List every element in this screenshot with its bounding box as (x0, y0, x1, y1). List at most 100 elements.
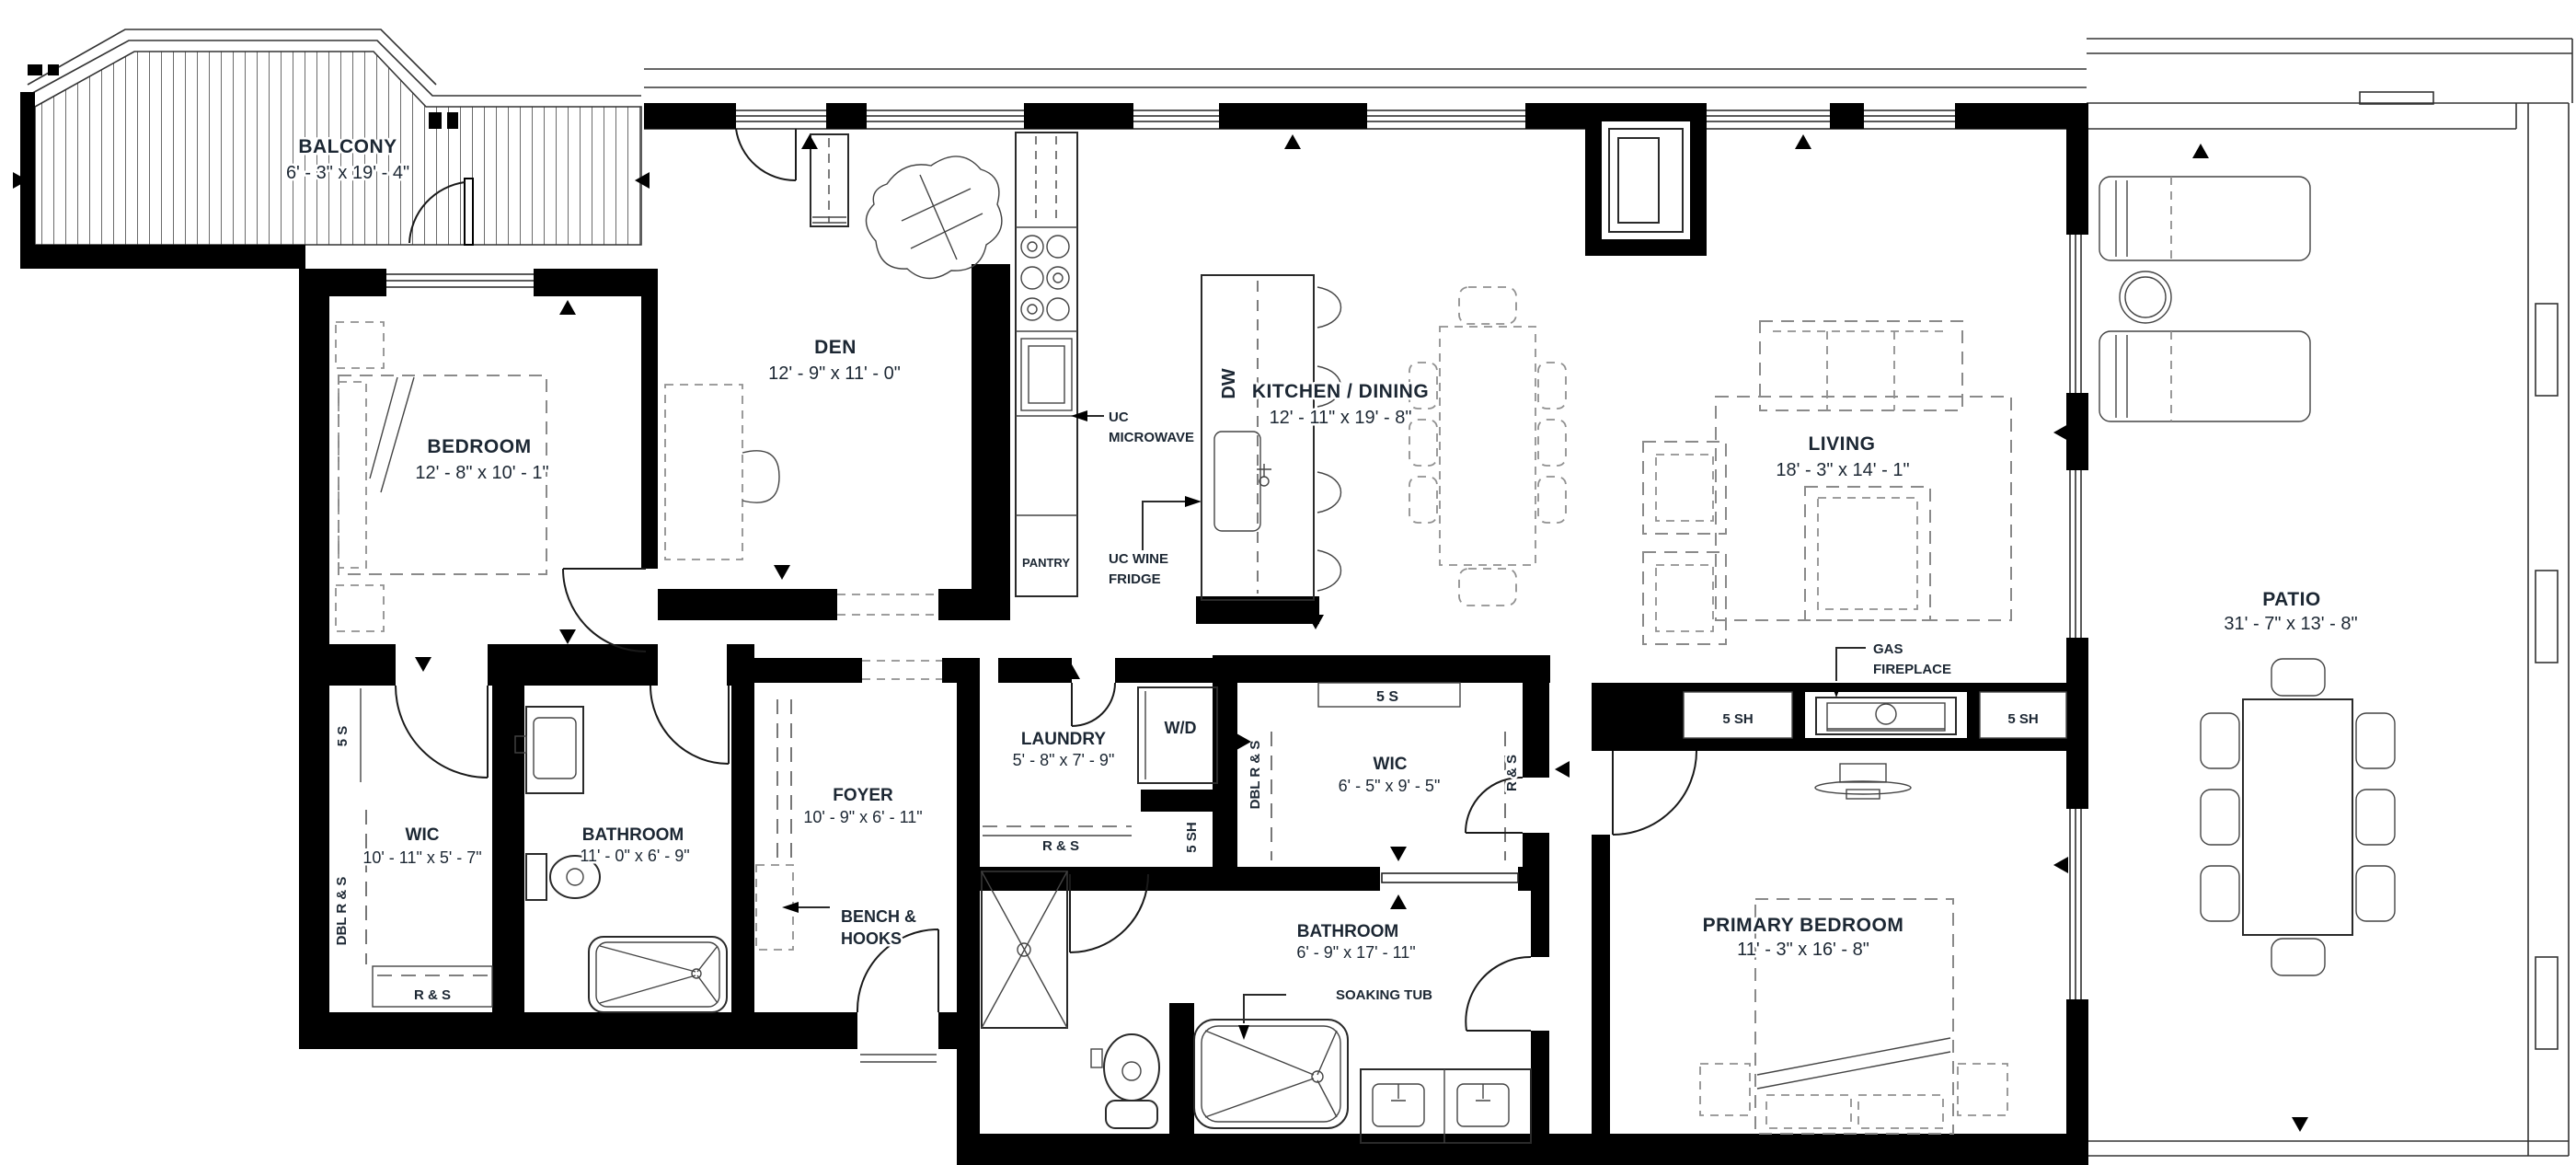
room-balcony: BALCONY 6' - 3" x 19' - 4" (20, 29, 642, 269)
room-patio: PATIO 31' - 7" x 13' - 8" (2099, 176, 2396, 976)
room-primary-bedroom: GAS FIREPLACE 5 SH 5 SH PRIMARY BEDROOM … (1612, 640, 2067, 1135)
wic-guest-dblrs: DBL R & S (334, 877, 350, 946)
room-bedroom: BEDROOM 12' - 8" x 10' - 1" (335, 321, 647, 652)
bathroom-guest-label: BATHROOM (582, 825, 684, 845)
room-wic-primary: 5 S DBL R & S R & S WIC 6' - 5" x 9' - 5… (1246, 682, 1524, 883)
primary-bed (1754, 898, 1954, 1135)
bathroom-guest-door (650, 685, 730, 765)
wic-primary-5s: 5 S (1376, 689, 1398, 705)
laundry-rs: R & S (1042, 838, 1079, 854)
nightstand (1699, 1063, 1751, 1116)
gas-fireplace-icon (1805, 692, 1967, 738)
wic-guest-5s: 5 S (335, 726, 351, 747)
balcony-label: BALCONY (298, 136, 397, 157)
side-table (2119, 271, 2172, 324)
bench-label-2: HOOKS (841, 929, 902, 948)
nightstand (335, 584, 385, 632)
bathtub-icon (588, 936, 728, 1013)
room-laundry: W/D R & S 5 SH LAUNDRY 5' - 8" x 7' - 9" (983, 682, 1218, 857)
nightstand (335, 321, 385, 369)
oven-icon (1020, 338, 1073, 411)
tall-cabinet (810, 133, 849, 227)
balcony-door (408, 178, 474, 246)
laundry-label: LAUNDRY (1021, 730, 1107, 749)
soaking-tub-label: SOAKING TUB (1336, 987, 1432, 1003)
coffee-table (1804, 486, 1931, 621)
dw-label: DW (1219, 368, 1239, 398)
laundry-door (1071, 682, 1116, 727)
kitchen-living-chimney (1585, 103, 1707, 256)
niche-5sh-right: 5 SH (2007, 711, 2038, 727)
room-living: LIVING 18' - 3" x 14' - 1" (1642, 320, 2012, 645)
cooktop-icon (1020, 235, 1070, 321)
kitchen-island (1201, 274, 1315, 601)
wic-guest-dims: 10' - 11" x 5' - 7" (362, 848, 481, 867)
desk-chair-icon (742, 450, 780, 503)
balcony-door-den (735, 128, 797, 182)
wic-primary-dims: 6' - 5" x 9' - 5" (1339, 777, 1441, 795)
foyer-label: FOYER (833, 786, 893, 805)
foyer-cased-opening (862, 660, 942, 680)
den-cased-opening (837, 594, 938, 616)
room-kitchen-dining: PANTRY UC MICROWAVE UC WINE FRIDGE DW (1015, 132, 1567, 606)
washer-dryer (1137, 686, 1218, 784)
area-rug (1715, 396, 2012, 621)
outdoor-dining-table (2200, 658, 2396, 976)
wic-primary-door (1465, 776, 1524, 834)
dining-table (1409, 286, 1567, 606)
laundry-5sh: 5 SH (1184, 822, 1200, 852)
armchair (1642, 551, 1727, 645)
kitchen-counter (1015, 132, 1078, 597)
laundry-dims: 5' - 8" x 7' - 9" (1013, 751, 1115, 769)
roof-and-railings (644, 38, 2573, 1157)
primary-bedroom-label: PRIMARY BEDROOM (1703, 915, 1904, 936)
wd-label: W/D (1165, 719, 1197, 737)
entry-door (856, 929, 939, 1013)
island-sink (1213, 431, 1261, 532)
bathroom-primary-label: BATHROOM (1297, 922, 1398, 941)
plant-icon (865, 156, 1003, 280)
sofa (1759, 320, 1963, 411)
room-bathroom-guest: BATHROOM 11' - 0" x 6' - 9" (514, 685, 730, 1013)
desk (664, 384, 743, 560)
window-bedroom-top (386, 273, 534, 288)
patio-label: PATIO (2262, 589, 2321, 610)
double-vanity (1360, 1068, 1532, 1144)
nightstand (1957, 1063, 2008, 1116)
toilet-icon (525, 853, 601, 901)
uc-microwave-1: UC (1109, 409, 1129, 425)
bedroom-label: BEDROOM (427, 436, 531, 457)
uc-wine-2: FRIDGE (1109, 571, 1161, 587)
bathroom-primary-dims: 6' - 9" x 17' - 11" (1296, 943, 1415, 962)
uc-wine-1: UC WINE (1109, 551, 1168, 567)
pantry-label: PANTRY (1022, 556, 1070, 570)
niche-5sh-left: 5 SH (1722, 711, 1753, 727)
gas-fireplace-1: GAS (1873, 641, 1903, 657)
wic-guest-door (395, 685, 489, 779)
toilet-icon (1090, 1033, 1160, 1129)
wic-primary-rs: R & S (1504, 755, 1520, 791)
shower-icon (981, 871, 1068, 1029)
tv-icon (1814, 763, 1912, 800)
den-dims: 12' - 9" x 11' - 0" (768, 363, 901, 384)
living-label: LIVING (1808, 433, 1875, 455)
soaking-tub-icon (1193, 1019, 1349, 1129)
gas-fireplace-2: FIREPLACE (1873, 662, 1951, 677)
swing-arrow-icons (13, 134, 2308, 1132)
balcony-dims: 6' - 3" x 19' - 4" (286, 163, 409, 183)
bathroom-guest-dims: 11' - 0" x 6' - 9" (580, 847, 689, 865)
room-bathroom-primary: SOAKING TUB BATHROOM 6' - 9" x 17' - 11" (981, 871, 1532, 1144)
bed (338, 375, 547, 575)
wic-guest-rs: R & S (414, 987, 451, 1003)
lounge-chair (2099, 176, 2311, 261)
walls (299, 103, 2088, 1165)
exterior-windows-top (644, 103, 2087, 130)
wic-guest-label: WIC (406, 825, 440, 845)
shower-door (1069, 873, 1149, 953)
bedroom-door (562, 568, 647, 652)
patio-dims: 31' - 7" x 13' - 8" (2224, 614, 2357, 634)
bench-label-1: BENCH & (841, 907, 916, 926)
primary-bedroom-door (1612, 750, 1697, 836)
